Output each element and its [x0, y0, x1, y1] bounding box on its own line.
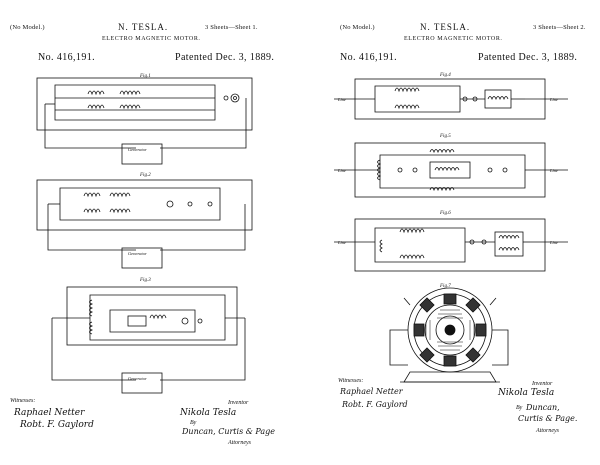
- fig3-frame: [66, 286, 238, 346]
- fig4-label: Fig.4: [439, 73, 451, 78]
- fig7-motor: [389, 287, 509, 383]
- inventor-signature: Nikola Tesla: [180, 408, 237, 418]
- inventor-label: Inventor: [228, 400, 249, 406]
- fig5-circuit: Line Line: [334, 149, 568, 192]
- fig2-generator: [121, 247, 163, 269]
- fig3-label: Fig.3: [139, 278, 151, 283]
- svg-text:Line: Line: [337, 240, 346, 245]
- witness-signature-2: Robt. F. Gaylord: [20, 420, 94, 430]
- fig2-generator-label: Generator: [128, 251, 147, 256]
- sheet1-drawings: Fig.1 Generator Fig.2: [36, 74, 253, 394]
- patent-sheet-1: (No Model.) N. TESLA. 3 Sheets—Sheet 1. …: [10, 22, 276, 446]
- attorneys-label: Attorneys: [228, 440, 251, 446]
- fig3-circuit: [51, 294, 246, 381]
- patent-sheet-2: (No Model.) N. TESLA. 3 Sheets—Sheet 2. …: [300, 0, 600, 465]
- witnesses-label: Witnesses:: [338, 378, 364, 384]
- patent-number: No. 416,191.: [38, 52, 96, 63]
- sheet2-drawings: Fig.4 Line Line Fig.5 Line Line: [334, 73, 568, 383]
- patent-date: Patented Dec. 3, 1889.: [175, 52, 275, 63]
- model-label: (No Model.): [340, 24, 375, 31]
- inventor-label: Inventor: [532, 381, 553, 387]
- patent-title: ELECTRO MAGNETIC MOTOR.: [404, 36, 503, 42]
- fig4-circuit: Line Line: [334, 85, 568, 113]
- svg-text:Line: Line: [549, 168, 558, 173]
- attorneys-signature: Duncan, Curtis & Page: [182, 427, 276, 436]
- by-label: By: [190, 420, 197, 426]
- fig3-generator-label: Generator: [128, 376, 147, 381]
- inventor-signature: Nikola Tesla: [498, 388, 555, 398]
- patent-title: ELECTRO MAGNETIC MOTOR.: [102, 36, 201, 42]
- sheet-info: 3 Sheets—Sheet 2.: [533, 24, 586, 31]
- witness-signature-2: Robt. F. Gaylord: [342, 400, 408, 409]
- svg-text:Line: Line: [337, 97, 346, 102]
- witnesses-label: Witnesses:: [10, 398, 36, 404]
- fig1-label: Fig.1: [139, 74, 151, 79]
- witness-signature-1: Raphael Netter: [14, 408, 85, 418]
- fig6-label: Fig.6: [439, 211, 451, 216]
- fig1-frame: [36, 77, 253, 131]
- model-label: (No Model.): [10, 24, 45, 31]
- attorneys-signature-1: Duncan,: [526, 403, 560, 412]
- attorneys-label: Attorneys: [536, 428, 559, 434]
- inventor-heading: N. TESLA.: [118, 22, 169, 32]
- fig6-frame: [354, 218, 546, 272]
- patent-number: No. 416,191.: [340, 52, 398, 63]
- witness-signature-1: Raphael Netter: [340, 387, 403, 396]
- fig2-circuit: [47, 187, 246, 251]
- inventor-heading: N. TESLA.: [420, 22, 471, 32]
- fig2-label: Fig.2: [139, 173, 151, 178]
- fig5-label: Fig.5: [439, 134, 451, 139]
- fig7-label: Fig.7: [439, 284, 451, 289]
- by-label: By: [516, 405, 523, 411]
- fig1-generator-label: Generator: [128, 147, 147, 152]
- fig1-circuit: [44, 84, 247, 149]
- attorneys-signature-2: Curtis & Page.: [518, 414, 578, 423]
- fig2-frame: [36, 179, 253, 231]
- patent-date: Patented Dec. 3, 1889.: [478, 52, 578, 63]
- svg-text:Line: Line: [337, 168, 346, 173]
- fig1-generator: [121, 143, 163, 165]
- fig6-circuit: Line Line: [334, 227, 568, 263]
- fig3-generator: [121, 372, 163, 394]
- sheet-info: 3 Sheets—Sheet 1.: [205, 24, 258, 31]
- svg-text:Line: Line: [549, 97, 558, 102]
- svg-text:Line: Line: [549, 240, 558, 245]
